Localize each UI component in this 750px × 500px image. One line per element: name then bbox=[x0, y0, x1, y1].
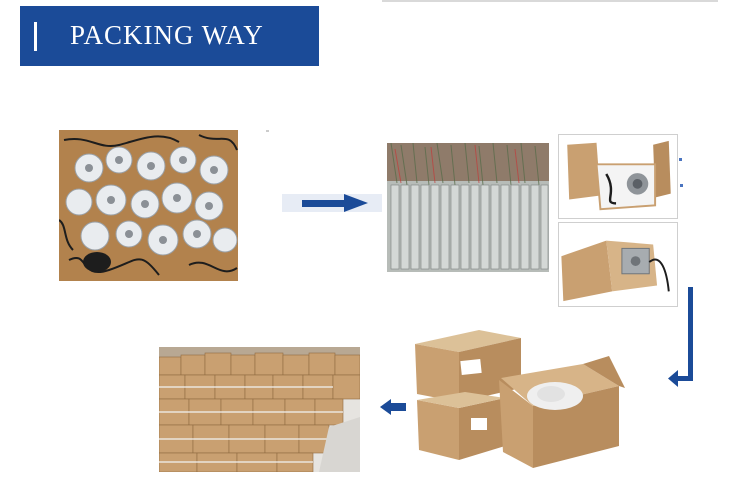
sensor-in-open-box-photo bbox=[558, 134, 678, 219]
arrow-left-icon bbox=[380, 399, 406, 415]
section-header-banner: PACKING WAY bbox=[20, 6, 319, 66]
arrow-right-icon bbox=[282, 194, 382, 212]
sensor-boxed-with-foam-image bbox=[559, 223, 677, 306]
load-cell-parts-image bbox=[59, 130, 238, 281]
top-divider bbox=[382, 0, 718, 2]
decorative-tick bbox=[679, 158, 682, 161]
cardboard-cartons-photo bbox=[413, 326, 629, 472]
sensor-boxed-with-foam-photo bbox=[558, 222, 678, 307]
warehouse-stacked-cartons-image bbox=[159, 347, 360, 472]
banner-accent-bar bbox=[34, 22, 37, 51]
decorative-speck bbox=[266, 130, 269, 132]
page-title: PACKING WAY bbox=[70, 20, 264, 50]
arrow-down-left-icon bbox=[668, 287, 693, 387]
decorative-tick bbox=[680, 184, 683, 187]
sensor-in-open-box-image bbox=[559, 135, 677, 218]
wired-sensor-batch-image bbox=[387, 143, 549, 272]
load-cell-parts-photo bbox=[59, 130, 238, 281]
warehouse-stacked-cartons-photo bbox=[159, 347, 360, 472]
wired-sensor-batch-photo bbox=[387, 143, 549, 272]
cardboard-cartons-image bbox=[413, 326, 629, 472]
